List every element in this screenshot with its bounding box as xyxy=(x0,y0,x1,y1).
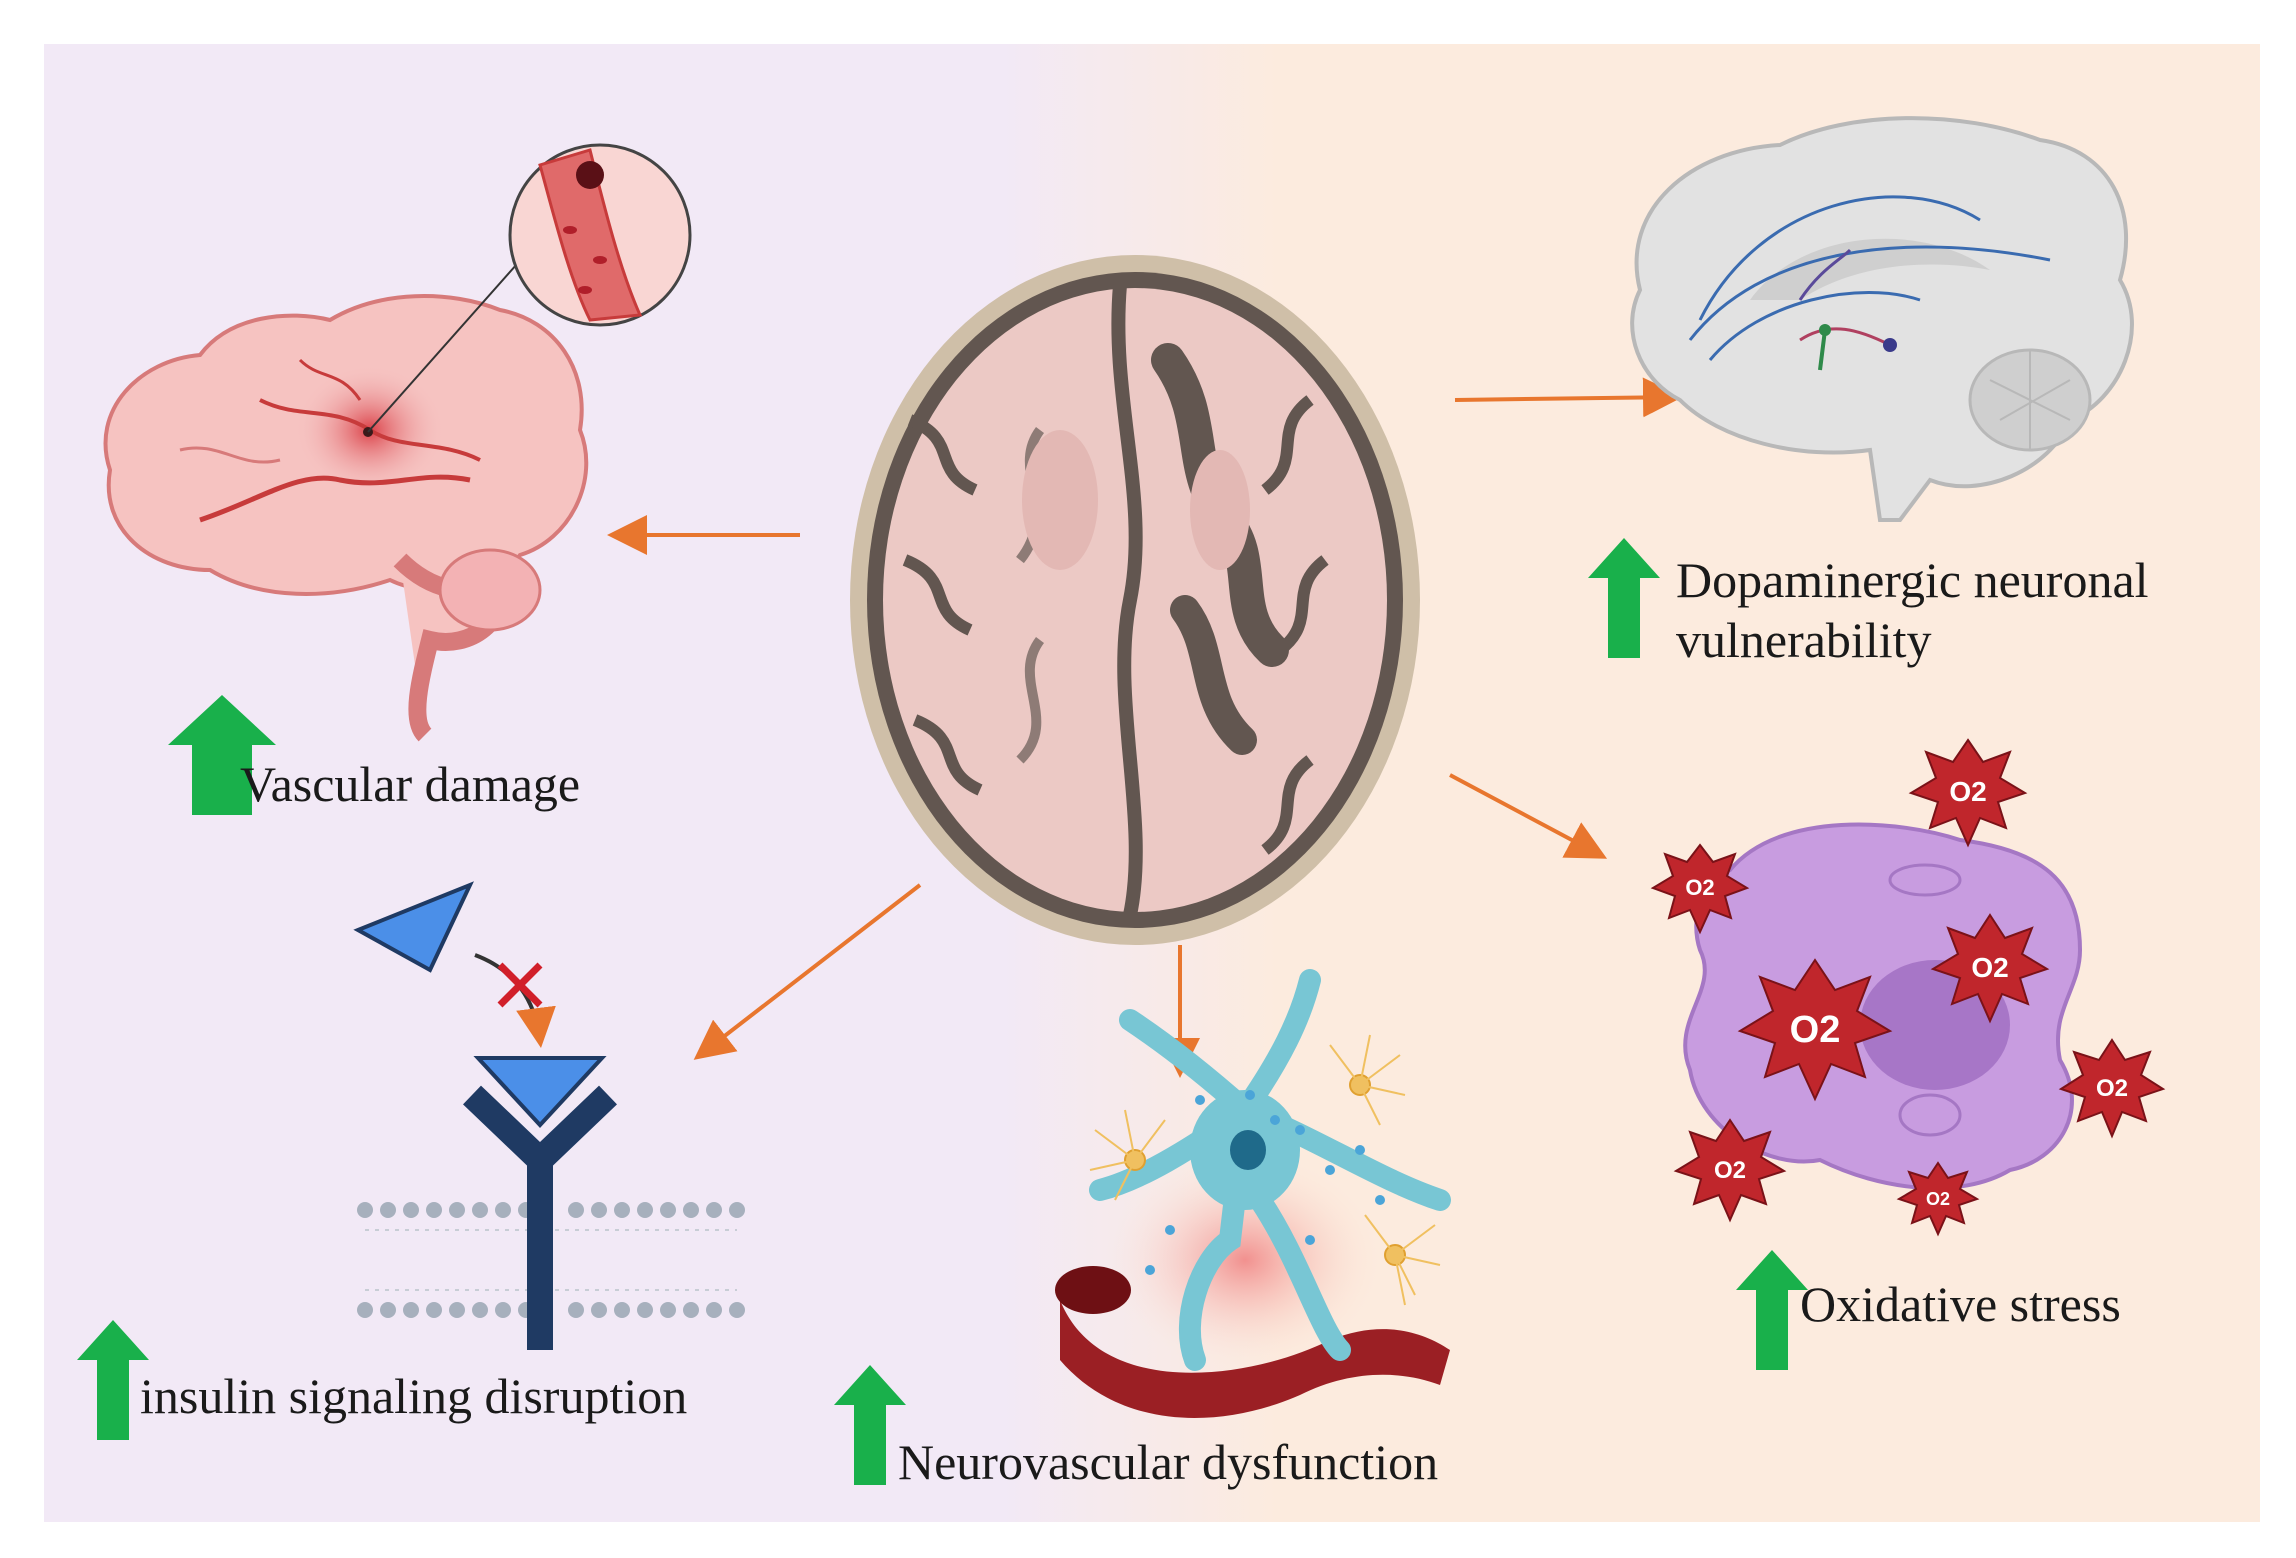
central-brain-slice-icon xyxy=(850,255,1420,945)
radical-label-3: O2 xyxy=(1971,952,2008,983)
increase-arrow-insulin xyxy=(77,1320,149,1440)
radical-label-5: O2 xyxy=(2096,1075,2128,1102)
increase-arrow-dopaminergic xyxy=(1588,538,1660,658)
insulin-receptor-icon xyxy=(353,881,745,1350)
radical-icon-1 xyxy=(1908,738,2028,848)
label-neurovascular: Neurovascular dysfunction xyxy=(898,1434,1439,1490)
radical-icon-2 xyxy=(1650,843,1750,935)
sagittal-brain-icon xyxy=(1630,116,2134,522)
radical-icon-6 xyxy=(1673,1118,1787,1223)
radical-icon-3 xyxy=(1930,913,2050,1024)
label-dopaminergic-line1: Dopaminergic neuronal xyxy=(1676,552,2149,608)
radical-label-2: O2 xyxy=(1685,875,1714,900)
radical-label-1: O2 xyxy=(1949,776,1986,807)
arrow-to-insulin xyxy=(693,883,922,1060)
oxidized-cell-icon xyxy=(1683,822,2083,1191)
increase-arrow-vascular xyxy=(168,695,276,815)
radical-label-6: O2 xyxy=(1714,1157,1746,1184)
radical-label-7: O2 xyxy=(1926,1189,1950,1209)
label-vascular-damage: Vascular damage xyxy=(240,756,581,812)
radical-labels: O2 O2 O2 O2 O2 O2 O2 xyxy=(1685,776,2128,1209)
radical-label-4: O2 xyxy=(1790,1009,1841,1051)
superoxide-radicals xyxy=(1650,738,2166,1237)
label-dopaminergic-line2: vulnerability xyxy=(1676,612,1932,668)
pointer-arrows xyxy=(607,377,1683,1078)
increase-arrow-oxidative xyxy=(1736,1250,1808,1370)
arrow-to-oxidative xyxy=(1449,773,1608,859)
increase-arrow-icons xyxy=(77,538,1808,1485)
label-oxidative-stress: Oxidative stress xyxy=(1800,1276,2121,1332)
arrow-to-dopaminergic xyxy=(1454,377,1683,418)
membrane-lipids xyxy=(357,1202,745,1318)
radical-icon-4 xyxy=(1737,958,1893,1102)
radical-icon-7 xyxy=(1896,1161,1980,1237)
vascular-brain-icon xyxy=(103,143,692,742)
increase-arrow-neurovascular xyxy=(834,1365,906,1485)
neurovascular-unit-icon xyxy=(1055,969,1451,1418)
label-insulin-signaling: insulin signaling disruption xyxy=(140,1368,688,1424)
radical-icon-5 xyxy=(2058,1038,2166,1139)
